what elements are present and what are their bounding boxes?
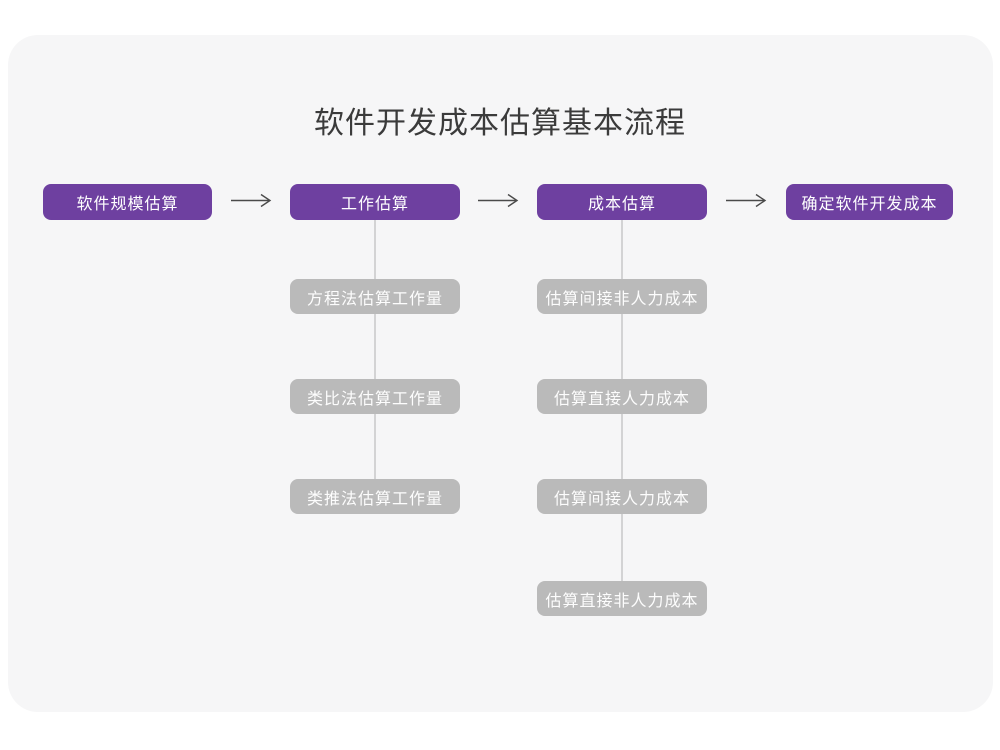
- work-connector-line: [374, 220, 376, 497]
- substep-label: 类比法估算工作量: [306, 390, 443, 408]
- stage-label: 软件规模估算: [76, 196, 179, 213]
- right-arrow-icon: [231, 193, 272, 208]
- substep-label: 估算间接非人力成本: [545, 290, 699, 308]
- stage-node-cost-estimation: 成本估算: [537, 184, 707, 220]
- stage-node-scale-estimation: 软件规模估算: [43, 184, 212, 220]
- substep-node-indirect-labor-cost: 估算间接人力成本: [537, 479, 707, 514]
- substep-label: 方程法估算工作量: [306, 290, 443, 308]
- diagram-title: 软件开发成本估算基本流程: [314, 107, 686, 140]
- stage-label: 确定软件开发成本: [801, 196, 938, 213]
- substep-node-direct-labor-cost: 估算直接人力成本: [537, 379, 707, 414]
- substep-label: 估算间接人力成本: [553, 490, 690, 508]
- substep-node-equation-method: 方程法估算工作量: [290, 279, 460, 314]
- substep-label: 估算直接人力成本: [553, 390, 690, 408]
- substep-node-indirect-nonlabor-cost: 估算间接非人力成本: [537, 279, 707, 314]
- stage-label: 成本估算: [587, 196, 656, 213]
- stage-node-work-estimation: 工作估算: [290, 184, 460, 220]
- right-arrow-icon: [726, 193, 767, 208]
- right-arrow-icon: [478, 193, 519, 208]
- substep-node-direct-nonlabor-cost: 估算直接非人力成本: [537, 581, 707, 616]
- substep-label: 估算直接非人力成本: [545, 592, 699, 610]
- stage-label: 工作估算: [340, 196, 409, 213]
- substep-node-extrapolation-method: 类推法估算工作量: [290, 479, 460, 514]
- stage-node-determine-cost: 确定软件开发成本: [786, 184, 953, 220]
- substep-node-analogy-method: 类比法估算工作量: [290, 379, 460, 414]
- diagram-card: [8, 35, 993, 712]
- substep-label: 类推法估算工作量: [306, 490, 443, 508]
